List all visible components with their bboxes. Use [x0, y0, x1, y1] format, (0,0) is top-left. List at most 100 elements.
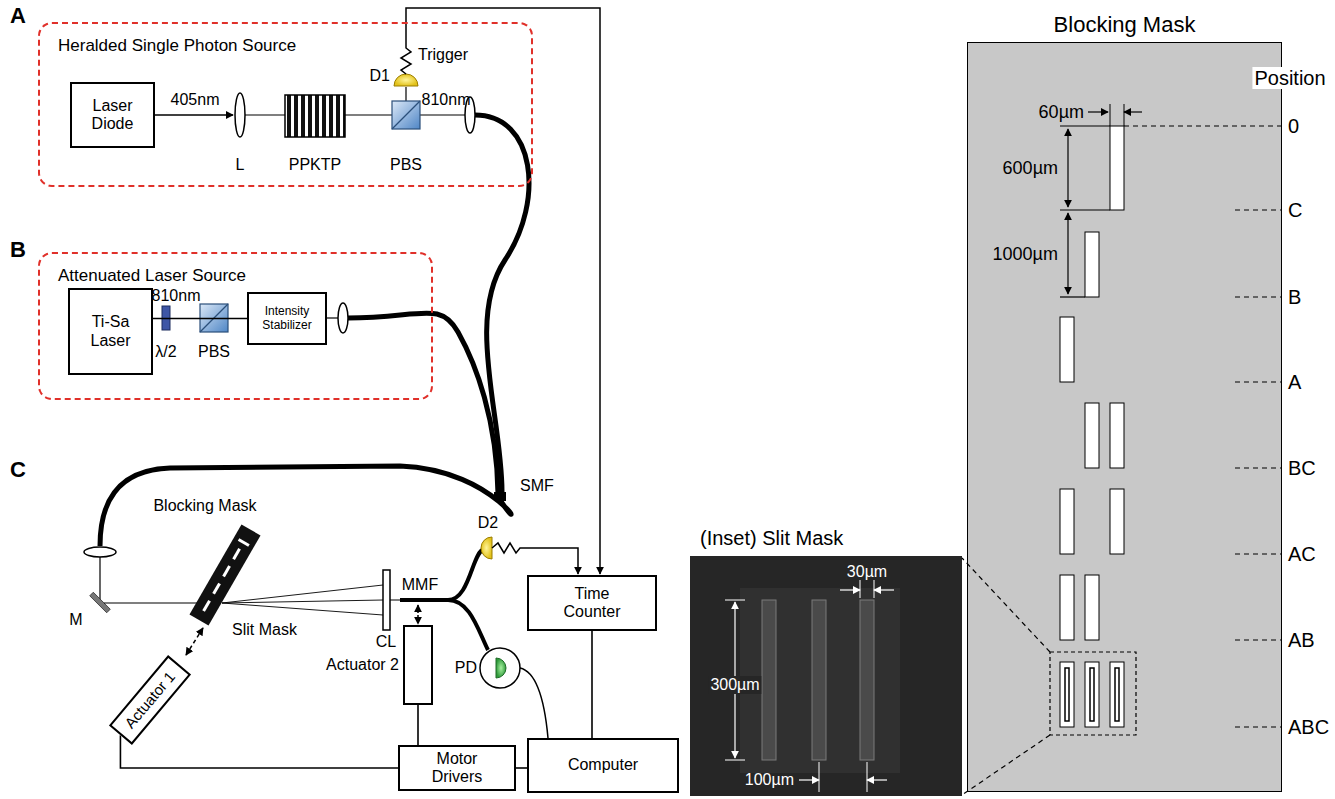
- position-leader: [1235, 382, 1282, 383]
- inset-frame: [1050, 652, 1136, 735]
- panel-letter: A: [10, 5, 26, 27]
- dimension-tick: [1124, 104, 1125, 126]
- beam-path: [405, 87, 406, 101]
- dimension-tick: [867, 762, 868, 792]
- slit: [1110, 489, 1124, 554]
- dimension-arrow: [840, 589, 860, 590]
- device-box: Intensity Stabilizer: [247, 292, 327, 345]
- dimension-line: [1060, 209, 1110, 210]
- slit: [1085, 575, 1099, 640]
- position-label: 0: [1288, 116, 1299, 136]
- dimension-label: 30µm: [847, 564, 887, 580]
- box-label: Actuator 2: [326, 656, 399, 674]
- slit: [1060, 575, 1074, 640]
- dimension-arrow: [1067, 213, 1068, 294]
- inset-photo-ground: [690, 556, 962, 796]
- multimode-fiber: [448, 600, 488, 650]
- slit: [1110, 662, 1124, 727]
- wavelength-label: 810nm: [422, 92, 471, 108]
- detector-label: D2: [478, 515, 498, 531]
- zoom-line: [962, 735, 1050, 795]
- dimension-tick: [725, 600, 745, 601]
- component-label: MMF: [402, 577, 438, 593]
- panel-letter: B: [10, 239, 26, 261]
- diffracted-beam: [222, 600, 383, 603]
- mask-ground: [967, 42, 1282, 792]
- dimension-tick: [1110, 104, 1111, 126]
- component-label: SMF: [520, 478, 554, 494]
- box-label: Actuator 1: [121, 668, 178, 731]
- slit: [1060, 317, 1074, 382]
- panel-letter: C: [10, 459, 26, 481]
- diffracted-beam: [222, 603, 383, 615]
- beam-path: [104, 602, 209, 603]
- motion-arrow: [417, 605, 419, 624]
- actuator-box: Actuator 1: [109, 655, 191, 745]
- dimension-label: 300µm: [708, 676, 761, 694]
- pump-beam: [155, 114, 233, 116]
- mask-slit: [222, 565, 231, 577]
- mask-slit: [202, 600, 211, 612]
- source-panel: Attenuated Laser SourceTi-Sa Laser Intens…: [38, 252, 433, 400]
- beam-path: [390, 600, 400, 601]
- dimension-line: [1060, 296, 1085, 297]
- dimension-label: 60µm: [1039, 103, 1084, 121]
- connector-line: [417, 705, 419, 745]
- dimension-label: 100µm: [745, 772, 794, 788]
- multimode-fiber: [400, 549, 484, 600]
- slit-photo: [812, 600, 826, 760]
- slit: [1060, 489, 1074, 554]
- position-leader: [1124, 126, 1282, 127]
- dimension-tick: [819, 762, 820, 792]
- panel-heading: Attenuated Laser Source: [58, 266, 246, 286]
- box-label: Laser Diode: [76, 97, 149, 134]
- dimension-arrow: [1067, 129, 1068, 207]
- position-leader: [1235, 297, 1282, 298]
- position-leader: [1235, 727, 1282, 728]
- detector-wire: [492, 543, 578, 574]
- dimension-label: 1000µm: [993, 245, 1058, 263]
- dimension-tick: [860, 580, 861, 598]
- component-label: PPKTP: [289, 157, 341, 173]
- box-label: Ti-Sa Laser: [74, 313, 147, 350]
- component-label: PBS: [390, 157, 422, 173]
- component-label: Blocking Mask: [153, 498, 256, 514]
- connector-line: [120, 735, 398, 768]
- slit: [1085, 232, 1099, 297]
- box-label: Intensity Stabilizer: [253, 305, 321, 333]
- device-box: Motor Drivers: [398, 745, 516, 791]
- connector-line: [153, 318, 247, 320]
- detector: [481, 537, 492, 559]
- zoom-line: [962, 558, 1050, 652]
- position-label: AC: [1288, 544, 1316, 564]
- mask-slit: [212, 583, 221, 595]
- beam-path: [99, 557, 100, 600]
- photodiode-element: [496, 658, 506, 678]
- connector-line: [516, 767, 527, 769]
- slit-photo: [860, 600, 874, 760]
- dimension-line: [1060, 125, 1110, 126]
- inset-photo-ground: [740, 588, 900, 773]
- inner-slit: [1090, 668, 1094, 721]
- cylindrical-lens: [383, 570, 390, 630]
- figure-heading: Blocking Mask: [968, 12, 1281, 37]
- slit: [1085, 403, 1099, 468]
- component-label: λ/2: [155, 344, 176, 360]
- position-leader: [1235, 210, 1282, 211]
- position-leader: [1235, 640, 1282, 641]
- motion-arrow: [186, 628, 203, 655]
- dimension-arrow: [1124, 111, 1142, 112]
- device-box: Computer: [527, 738, 679, 793]
- slit: [1085, 662, 1099, 727]
- panel-heading: Heralded Single Photon Source: [58, 36, 296, 56]
- lens: [84, 547, 116, 557]
- optical-fiber: [475, 115, 529, 494]
- position-leader: [1235, 554, 1282, 555]
- photodiode-wire: [520, 668, 548, 738]
- beam-splitter-cube: [392, 101, 420, 129]
- detector-label: PD: [455, 660, 477, 676]
- inner-slit: [1115, 668, 1119, 721]
- position-label: ABC: [1288, 717, 1329, 737]
